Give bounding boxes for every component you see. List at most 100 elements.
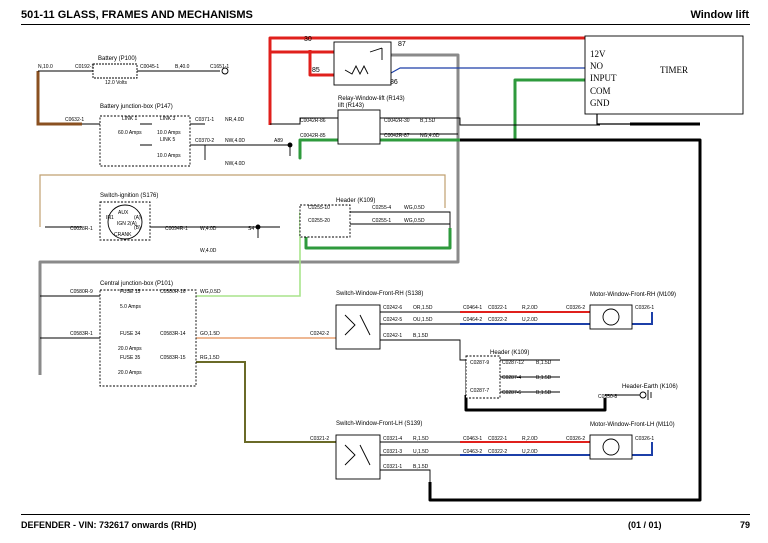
relay-lift-c3: C0042R-30	[384, 118, 410, 124]
earth-eyelet-icon	[639, 391, 647, 399]
lightgreen-wire	[196, 212, 301, 297]
switch-rh-c-in: C0242-2	[310, 331, 329, 337]
motor-lh-c2: C0326-1	[635, 436, 654, 442]
switch-lh-box	[335, 434, 381, 480]
relay-lift-title: Relay-Window-lift (R143)	[338, 96, 405, 102]
central-fuse2-amps: 20.0 Amps	[118, 346, 142, 352]
header-k109a-c2: C0255-20	[308, 218, 330, 224]
green-loop-header	[304, 228, 452, 250]
header-k109a-c4: C0255-1	[372, 218, 391, 224]
blue-wire-lh	[460, 442, 653, 456]
relay-lift-title-2: lift (R143)	[338, 103, 364, 109]
splice-s4-icon	[255, 224, 261, 230]
switch-lh-s3: C0322-1	[488, 436, 507, 442]
ignition-wire-out: W,4.0D	[200, 226, 217, 232]
central-o1-wire: WG,0.5D	[200, 289, 221, 295]
header-k109a-w3: WG,0.5D	[404, 205, 425, 211]
ignition-pos-a: (A)	[134, 215, 141, 221]
switch-rh-contact-icon	[344, 314, 371, 336]
ignition-title: Switch-ignition (S176)	[100, 193, 158, 199]
motor-rh-c2: C0326-1	[635, 305, 654, 311]
switch-rh-s4: C0322-2	[488, 317, 507, 323]
switch-rh-title: Switch-Window-Front-RH (S138)	[336, 291, 423, 297]
gray-wire-87	[38, 53, 460, 375]
tan-wire-ign	[39, 174, 446, 227]
jbox-link5: LINK 5	[160, 137, 176, 143]
switch-rh-c2: C0242-5	[383, 317, 402, 323]
header-k109b-box	[465, 355, 501, 399]
motor-lh-symbol	[602, 438, 620, 456]
battery-wire-out: B,40.0	[175, 64, 190, 70]
jbox-splice: A89	[274, 138, 283, 144]
switch-lh-w2: U,1.5D	[413, 449, 429, 455]
page-title: 501-11 GLASS, FRAMES AND MECHANISMS	[21, 9, 253, 21]
central-fuse1-amps: 5.0 Amps	[120, 304, 141, 310]
timer-box	[584, 35, 744, 115]
jbox-nw-wire: NW,4.0D	[225, 161, 245, 167]
header-k109b-c1: C0287-9	[470, 360, 489, 366]
header-k109b-c2: C0287-7	[470, 388, 489, 394]
ignition-ign: IGN 2(A)	[117, 221, 137, 227]
timer-no: NO	[590, 61, 603, 71]
relay-lift-c4: C0042R-87	[384, 133, 410, 139]
switch-rh-w3: B,1.5D	[413, 333, 429, 339]
ignition-pos-b: (B)	[134, 225, 141, 231]
battery-eyelet: C1651-1	[210, 64, 229, 70]
header-k109a-c3: C0255-4	[372, 205, 391, 211]
central-o2-conn: C0583R-14	[160, 331, 186, 337]
section-title: Window lift	[690, 9, 749, 21]
central-fuse3-amps: 20.0 Amps	[118, 370, 142, 376]
switch-lh-c2: C0321-3	[383, 449, 402, 455]
central-jbox-dashed	[99, 289, 197, 387]
central-fuse2: FUSE 34	[120, 331, 141, 337]
jbox-link3: LINK 3	[160, 116, 176, 122]
ignition-crank: CRANK	[114, 232, 132, 238]
header-rule	[21, 24, 750, 25]
battery-title: Battery (P100)	[98, 56, 137, 62]
jbox-out1-conn: C0371-1	[195, 117, 214, 123]
switch-lh-title: Switch-Window-Front-LH (S139)	[336, 421, 422, 427]
header-k109b-c5: C0287-6	[502, 390, 521, 396]
header-k109a-box	[299, 204, 351, 238]
footer-pages: (01 / 01)	[628, 520, 662, 530]
switch-lh-c-in: C0321-2	[310, 436, 329, 442]
timer-input: INPUT	[590, 73, 617, 83]
timer-gnd: GND	[590, 98, 610, 108]
header-k109b-c3: C0287-12	[502, 360, 524, 366]
timer-com: COM	[590, 86, 611, 96]
blue-wire-no	[390, 67, 600, 74]
header-k109b-w3: B,1.5D	[536, 390, 552, 396]
relay-pin-30: 30	[304, 36, 312, 43]
switch-rh-w2: OU,1.5D	[413, 317, 433, 323]
ignition-pos-in1: IN1	[106, 215, 114, 221]
jbox-link3-amps: 10.0 Amps	[157, 130, 181, 136]
central-fuse3: FUSE 35	[120, 355, 141, 361]
header-k109b-w2: B,1.5D	[536, 375, 552, 381]
jbox-out2-conn: C0370-2	[195, 138, 214, 144]
relay-lift-w4: NG,4.0D	[420, 133, 440, 139]
header-k109b-w1: B,1.5D	[536, 360, 552, 366]
battery-conn-in: C0192-1	[75, 64, 94, 70]
black-wire-header-earth	[464, 395, 607, 412]
splice-a89-icon	[287, 142, 293, 148]
fuse-icon	[140, 123, 152, 146]
relay-lift-box	[337, 109, 381, 145]
switch-lh-contact-icon	[344, 444, 371, 466]
motor-rh-symbol	[602, 308, 620, 326]
switch-lh-w1: R,1.5D	[413, 436, 429, 442]
relay-lift-c1: C0042R-86	[300, 118, 326, 124]
jbox-out1-wire: NR,4.0D	[225, 117, 245, 123]
switch-lh-c1: C0321-4	[383, 436, 402, 442]
ignition-aux: AUX	[118, 210, 129, 216]
battery-conn-out: C0045-1	[140, 64, 159, 70]
switch-lh-s4: C0322-2	[488, 449, 507, 455]
switch-rh-c3: C0242-1	[383, 333, 402, 339]
battery-box	[92, 63, 138, 79]
jbox-link1: LINK 1	[122, 116, 138, 122]
central-title: Central junction-box (P101)	[100, 281, 173, 287]
jbox-link1-amps: 60.0 Amps	[118, 130, 142, 136]
switch-rh-w6: U,2.0D	[522, 317, 538, 323]
ignition-switch-circle	[107, 204, 143, 240]
header-k109a-w4: WG,0.5D	[404, 218, 425, 224]
switch-lh-w5: R,2.0D	[522, 436, 538, 442]
